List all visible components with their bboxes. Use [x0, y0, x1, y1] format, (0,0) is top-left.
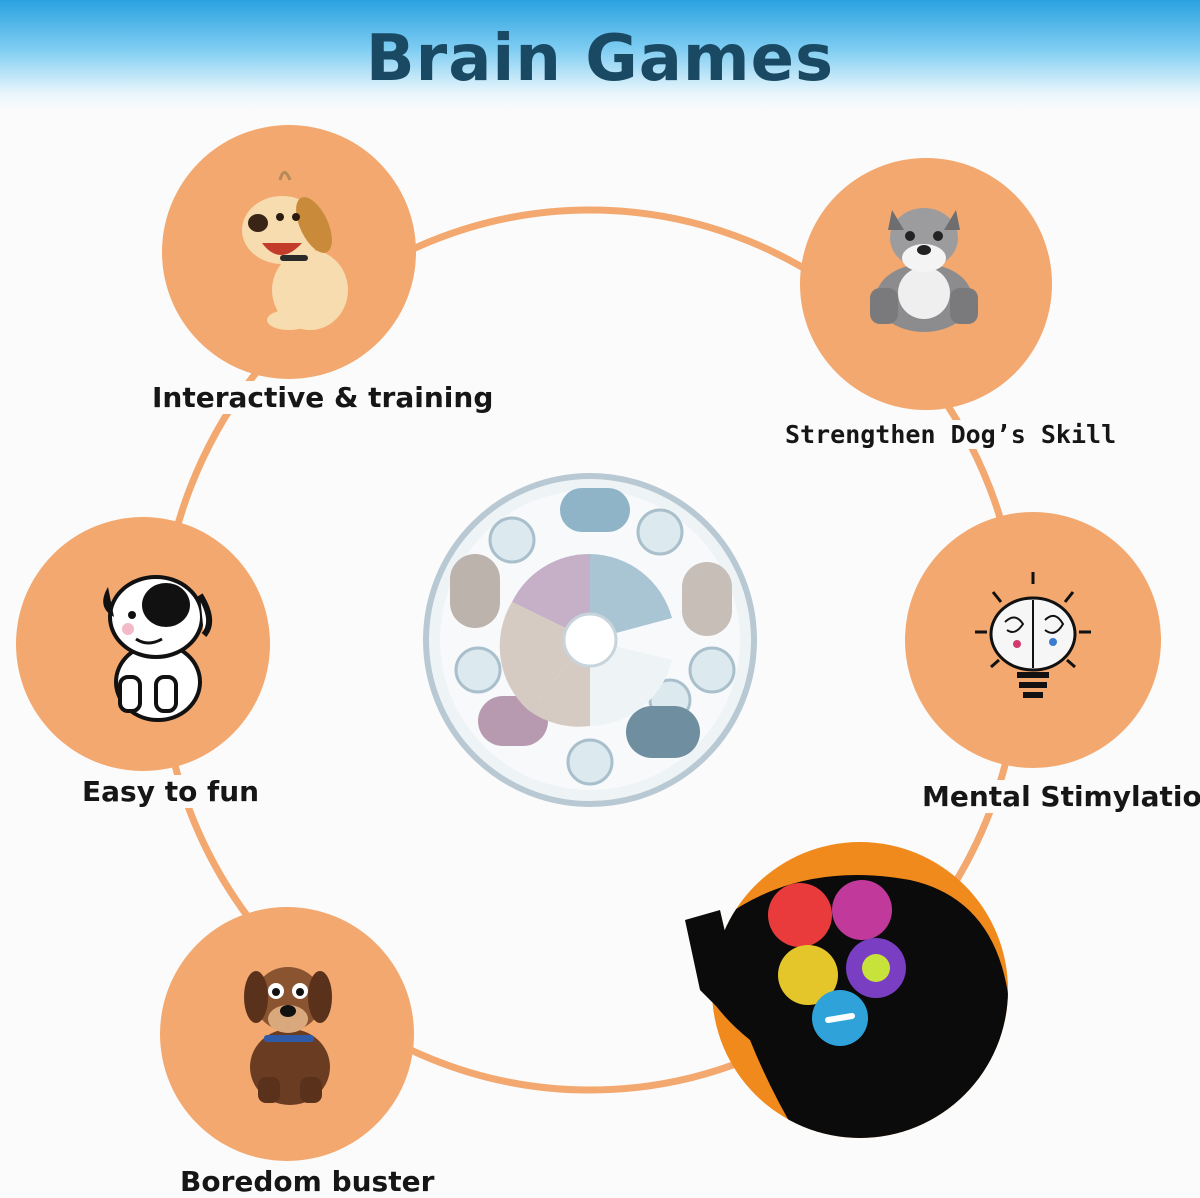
brain-bulb-icon: [975, 572, 1091, 698]
brown-dog-icon: [244, 967, 332, 1105]
label-mental: Mental Stimylation: [920, 780, 1200, 813]
label-boredom: Boredom buster: [178, 1165, 437, 1198]
header-banner: [0, 0, 1200, 110]
badge-easy: [16, 517, 270, 771]
badge-mental: [905, 512, 1161, 768]
badge-interactive: [162, 125, 416, 379]
badge-strengthen: [800, 158, 1052, 410]
happy-dog-icon: [242, 171, 348, 330]
page-title: Brain Games: [365, 22, 835, 96]
label-strengthen: Strengthen Dog’s Skill: [783, 420, 1119, 449]
label-easy: Easy to fun: [80, 775, 262, 808]
label-interactive: Interactive & training: [150, 381, 496, 414]
dog-puzzle-feeder-icon: [423, 473, 757, 807]
spotted-puppy-icon: [103, 575, 213, 722]
schnauzer-dog-icon: [870, 208, 978, 332]
badge-boredom: [160, 907, 414, 1161]
dog-brain-silhouette-icon: [685, 842, 1008, 1138]
